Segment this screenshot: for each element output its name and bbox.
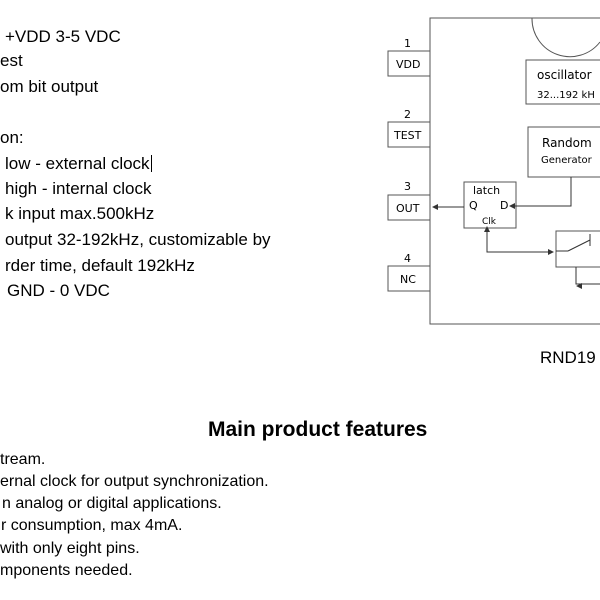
- pin-box-out: [387, 194, 431, 221]
- feature-item: n analog or digital applications.: [2, 495, 222, 512]
- pin-number: 2: [404, 108, 411, 121]
- pin-desc-line: om bit output: [0, 77, 99, 96]
- pin-desc-line: on:: [0, 128, 24, 147]
- pin-number: 1: [404, 37, 411, 50]
- latch-label: latch: [473, 184, 500, 197]
- pin-box-nc: [387, 265, 431, 292]
- pin-desc-line: +VDD 3-5 VDC: [5, 27, 121, 46]
- pin-desc-line: k input max.500kHz: [5, 204, 155, 223]
- pin-desc-text: low - external clock: [5, 154, 150, 173]
- chip-notch: [531, 17, 600, 58]
- oscillator-frequency: 32...192 kH: [537, 90, 595, 101]
- latch-q-label: Q: [469, 199, 478, 212]
- pin-desc-line: output 32-192kHz, customizable by: [5, 230, 271, 249]
- wires: [434, 177, 600, 285]
- feature-item: ernal clock for output synchronization.: [0, 473, 269, 490]
- pin-number: 3: [404, 180, 411, 193]
- pin-desc-line: rder time, default 192kHz: [5, 256, 195, 275]
- pin-desc-line-editing[interactable]: low - external clock: [5, 154, 152, 174]
- pin-label: VDD: [396, 58, 420, 71]
- generator-label: Generator: [541, 155, 593, 166]
- switch-symbol: [556, 234, 591, 252]
- pin-desc-line: est: [0, 51, 23, 70]
- feature-item: with only eight pins.: [0, 540, 140, 557]
- oscillator-block: [525, 59, 600, 105]
- latch-block: [463, 181, 517, 229]
- random-label: Random: [542, 136, 592, 150]
- switch-block: [555, 230, 600, 268]
- pin-number: 4: [404, 252, 411, 265]
- chip-caption: RND19: [540, 348, 596, 367]
- pin-box-test: [387, 121, 431, 148]
- feature-item: r consumption, max 4mA.: [1, 517, 183, 534]
- features-title: Main product features: [208, 418, 428, 441]
- pin-desc-line: high - internal clock: [5, 179, 152, 198]
- pin-label: OUT: [396, 202, 420, 215]
- pin-label: NC: [400, 273, 416, 286]
- wire-arrows: [432, 203, 582, 289]
- random-generator-block: [527, 126, 600, 178]
- oscillator-label: oscillator: [537, 68, 592, 82]
- chip-outline: [429, 17, 600, 325]
- pin-label: TEST: [393, 129, 422, 142]
- pin-box-vdd: [387, 50, 431, 77]
- feature-item: tream.: [0, 451, 46, 468]
- latch-clk-label: Clk: [482, 217, 497, 227]
- latch-d-label: D: [500, 199, 508, 212]
- text-cursor: [150, 155, 152, 172]
- feature-item: mponents needed.: [0, 562, 133, 579]
- pin-desc-line: GND - 0 VDC: [7, 281, 110, 300]
